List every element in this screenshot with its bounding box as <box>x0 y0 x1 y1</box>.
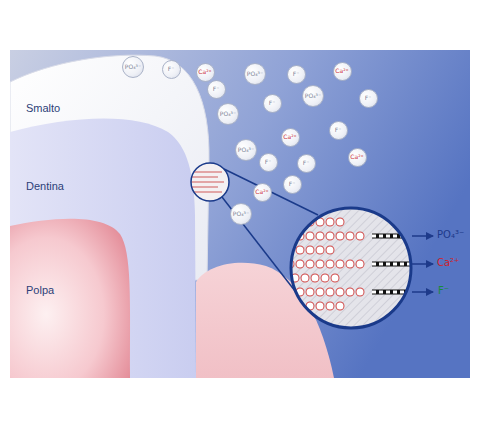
ion-formula: Ca²⁺ <box>198 69 211 75</box>
ion-formula: F⁻ <box>293 71 300 77</box>
ion-formula: Ca²⁺ <box>350 154 363 160</box>
ion-bubble: F⁻ <box>287 65 306 84</box>
ion-bubble: F⁻ <box>283 175 302 194</box>
ion-arrows <box>412 236 433 292</box>
ion-label: Ca²⁺ <box>437 257 459 268</box>
ion-formula: F⁻ <box>289 181 296 187</box>
ion-formula: F⁻ <box>213 86 220 92</box>
ion-formula: F⁻ <box>303 160 310 166</box>
ion-bubble: PO₄³⁻ <box>235 139 257 161</box>
ion-bubble: Ca²⁺ <box>196 63 215 82</box>
tissue-label: Polpa <box>26 284 54 296</box>
ion-formula: F⁻ <box>265 159 272 165</box>
ion-bubble: Ca²⁺ <box>253 183 272 202</box>
ion-bubble: PO₄³⁻ <box>217 103 239 125</box>
ion-formula: PO₄³⁻ <box>233 211 249 217</box>
ion-label: F⁻ <box>438 285 449 296</box>
ion-bubble: PO₄³⁻ <box>230 203 252 225</box>
big-magnifier <box>290 208 412 328</box>
ion-formula: F⁻ <box>168 66 175 72</box>
ion-formula: PO₄³⁻ <box>125 64 141 70</box>
ion-formula: PO₄³⁻ <box>238 147 254 153</box>
tissue-label: Smalto <box>26 102 60 114</box>
ion-bubble: F⁻ <box>263 94 282 113</box>
ion-bubble: Ca²⁺ <box>333 62 352 81</box>
ion-bubble: F⁻ <box>207 80 226 99</box>
ion-bubble: F⁻ <box>162 60 181 79</box>
ion-bubble: F⁻ <box>359 89 378 108</box>
small-magnifier <box>190 163 229 201</box>
ion-formula: PO₄³⁻ <box>220 111 236 117</box>
ion-formula: Ca²⁺ <box>283 134 296 140</box>
ion-bubble: F⁻ <box>259 153 278 172</box>
ion-formula: Ca²⁺ <box>255 189 268 195</box>
ion-bubble: PO₄³⁻ <box>122 56 144 78</box>
ion-formula: PO₄³⁻ <box>305 93 321 99</box>
ion-formula: PO₄³⁻ <box>247 71 263 77</box>
ion-bubble: Ca²⁺ <box>281 128 300 147</box>
ion-formula: Ca²⁺ <box>335 68 348 74</box>
ion-bubble: F⁻ <box>297 154 316 173</box>
ion-bubble: F⁻ <box>329 121 348 140</box>
ion-bubble: Ca²⁺ <box>348 148 367 167</box>
tissue-label: Dentina <box>26 180 64 192</box>
ion-label: PO₄³⁻ <box>437 229 464 240</box>
ion-formula: F⁻ <box>269 100 276 106</box>
ion-bubble: PO₄³⁻ <box>302 85 324 107</box>
ion-formula: F⁻ <box>365 95 372 101</box>
ion-formula: F⁻ <box>335 127 342 133</box>
ion-bubble: PO₄³⁻ <box>244 63 266 85</box>
